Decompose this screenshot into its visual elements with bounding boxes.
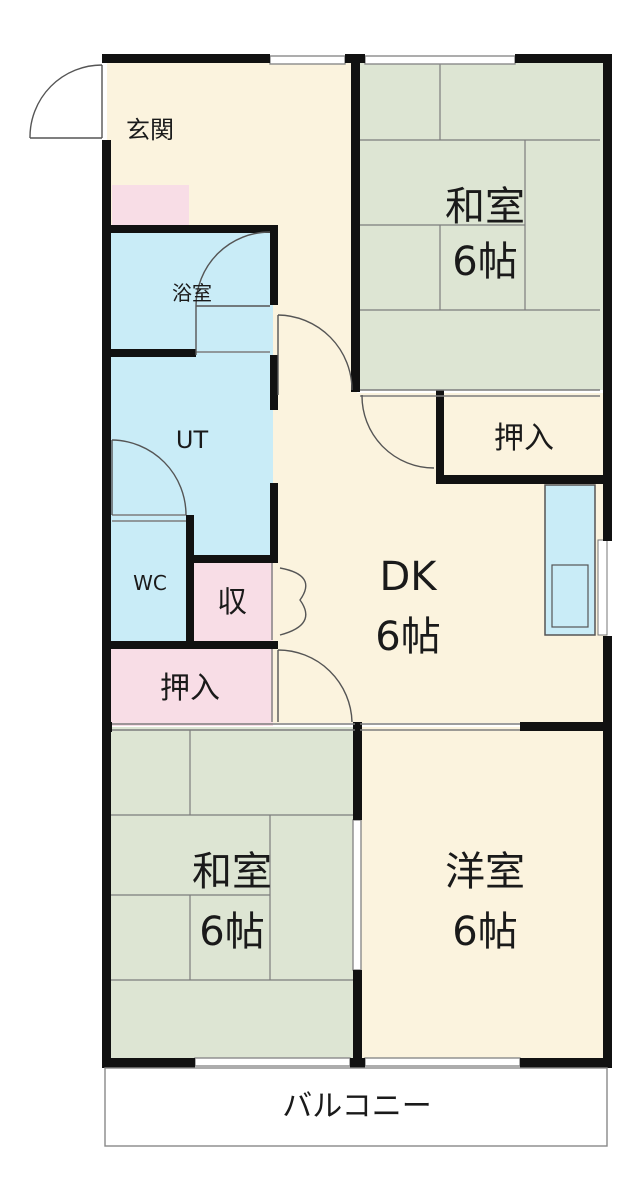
door-swings [29,64,435,723]
label-dk-name: DK [379,554,438,600]
kitchen-window [597,539,608,636]
label-youshitsu-size: 6帖 [452,909,517,955]
label-washitsu-top-size: 6帖 [452,239,517,285]
label-youshitsu-name: 洋室 [445,849,525,895]
bath-floor [107,230,273,355]
walls [102,54,612,1068]
label-washitsu-top-name: 和室 [445,184,525,230]
label-wc: WC [133,571,167,595]
label-washitsu-bottom-name: 和室 [192,849,272,895]
balcony-outline [104,1067,608,1147]
tatami-lines-top [360,60,600,311]
label-washitsu-bottom-size: 6帖 [199,909,264,955]
storage-floor [191,560,273,645]
label-balcony: バルコニー [282,1089,431,1124]
tatami-lines-bottom [110,730,355,981]
label-entrance: 玄関 [126,116,174,144]
label-oshiire-left: 押入 [160,671,220,706]
label-storage: 収 [217,585,247,620]
label-utility: UT [176,426,209,454]
partition-lines [112,351,600,731]
label-oshiire-right: 押入 [494,421,554,456]
youshitsu-floor [357,727,607,1062]
oshiire-left-floor [107,648,273,726]
kitchen-sink [551,564,589,628]
label-bath: 浴室 [172,281,212,305]
entrance-step [112,185,189,227]
label-dk-size: 6帖 [375,614,440,660]
